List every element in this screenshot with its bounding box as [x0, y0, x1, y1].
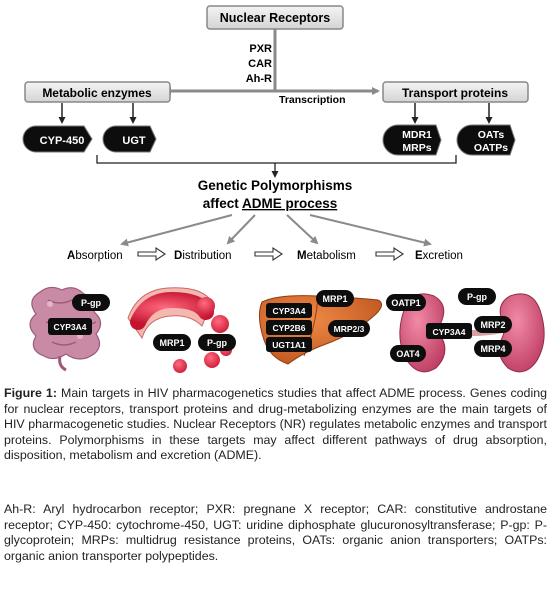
liver-mrp23-node: MRP2/3 — [328, 320, 370, 337]
kidney-cyp3a4-label: CYP3A4 — [432, 327, 465, 337]
mrps-label: MRPs — [402, 142, 431, 154]
intestine-pgp-node: P-gp — [72, 294, 110, 311]
adme-flow-arrows — [137, 246, 404, 262]
mdr1-mrps-node: MDR1 MRPs — [382, 124, 442, 156]
vessel-illustration — [127, 287, 232, 373]
arrow-to-excretion — [309, 214, 432, 247]
cyp450-label: CYP-450 — [40, 135, 85, 147]
kidney-mrp2-label: MRP2 — [480, 320, 505, 330]
kidney-cyp3a4-node: CYP3A4 — [426, 323, 472, 339]
cyp450-node: CYP-450 — [22, 125, 93, 153]
kidney-pgp-label: P-gp — [467, 292, 487, 302]
kidney-pgp-node: P-gp — [458, 288, 496, 305]
kidney-oatp1-node: OATP1 — [386, 294, 426, 311]
intestine-cyp3a4-node: CYP3A4 — [48, 318, 92, 335]
targets-bracket — [96, 155, 457, 164]
adme-fan-arrows — [120, 214, 432, 247]
intestine-cyp3a4-label: CYP3A4 — [53, 322, 86, 332]
figure-label: Figure 1: — [4, 386, 57, 400]
oats-label: OATs — [478, 129, 505, 141]
liver-mrp1-label: MRP1 — [322, 294, 347, 304]
intestine-pgp-label: P-gp — [81, 298, 101, 308]
liver-cyp3a4-node: CYP3A4 — [266, 303, 312, 318]
receptor-car: CAR — [248, 58, 272, 70]
ugt-label: UGT — [122, 135, 146, 147]
kidney-mrp4-label: MRP4 — [480, 344, 505, 354]
vessel-mrp1-label: MRP1 — [159, 338, 184, 348]
kidney-oatp1-label: OATP1 — [391, 298, 420, 308]
figure-caption-text: Main targets in HIV pharmacogenetics stu… — [4, 386, 547, 463]
abbreviations-note: Ah-R: Aryl hydrocarbon receptor; PXR: pr… — [4, 502, 547, 563]
adme-diagram: Nuclear Receptors PXR CAR Ah-R Transcrip… — [22, 5, 545, 373]
arrow-to-metabolism — [286, 214, 319, 245]
liver-cyp2b6-label: CYP2B6 — [272, 323, 305, 333]
vessel-pgp-label: P-gp — [207, 338, 227, 348]
nuclear-receptors-node: Nuclear Receptors — [206, 5, 344, 30]
flow-arrow-3 — [375, 246, 404, 262]
liver-ugt1a1-label: UGT1A1 — [272, 340, 306, 350]
excretion-label: Excretion — [415, 250, 463, 262]
transcription-label: Transcription — [279, 94, 346, 106]
flow-arrow-1 — [137, 246, 166, 262]
figure-caption: Figure 1: Main targets in HIV pharmacoge… — [4, 386, 547, 464]
ugt-node: UGT — [102, 125, 157, 153]
liver-ugt1a1-node: UGT1A1 — [266, 337, 312, 352]
kidney-oat4-node: OAT4 — [390, 345, 426, 362]
liver-mrp23-label: MRP2/3 — [334, 324, 365, 334]
metabolic-enzymes-node: Metabolic enzymes — [24, 81, 171, 103]
kidney-mrp4-node: MRP4 — [474, 340, 512, 357]
distribution-label: Distribution — [174, 250, 232, 262]
liver-cyp2b6-node: CYP2B6 — [266, 320, 312, 335]
kidney-mrp2-node: MRP2 — [474, 316, 512, 333]
vessel-mrp1-node: MRP1 — [153, 334, 191, 351]
polymorphism-subtitle: affect ADME process — [203, 196, 338, 211]
mdr1-label: MDR1 — [402, 129, 432, 141]
absorption-label: Absorption — [67, 250, 123, 262]
arrow-to-absorption — [120, 214, 233, 247]
oats-oatps-node: OATs OATPs — [456, 124, 516, 156]
adme-process-underlined: ADME process — [242, 196, 337, 211]
receptor-pxr: PXR — [249, 43, 272, 55]
metabolism-label: Metabolism — [297, 250, 356, 262]
liver-mrp1-node: MRP1 — [316, 290, 354, 307]
flow-arrow-2 — [254, 246, 283, 262]
liver-cyp3a4-label: CYP3A4 — [272, 306, 305, 316]
receptor-ahr: Ah-R — [246, 73, 272, 85]
vessel-pgp-node: P-gp — [198, 334, 236, 351]
nuclear-receptors-label: Nuclear Receptors — [220, 11, 331, 25]
polymorphism-title: Genetic Polymorphisms — [198, 178, 353, 193]
metabolic-enzymes-label: Metabolic enzymes — [42, 86, 152, 100]
transport-proteins-node: Transport proteins — [382, 81, 529, 103]
oatps-label: OATPs — [474, 142, 508, 154]
arrow-to-distribution — [226, 214, 256, 245]
kidney-oat4-label: OAT4 — [396, 349, 419, 359]
transport-proteins-label: Transport proteins — [402, 86, 508, 100]
